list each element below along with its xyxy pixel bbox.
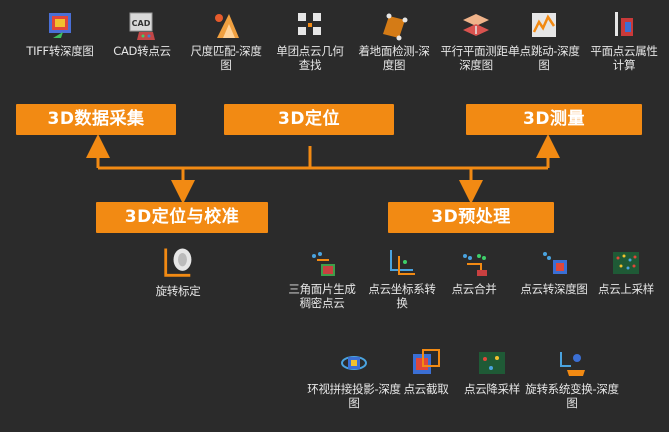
surround-stitch-icon [341, 356, 367, 370]
tool-label: 尺度匹配-深度图 [190, 44, 262, 72]
tool-coord-transform[interactable]: 点云坐标系转换 [364, 246, 440, 310]
tool-point-jump[interactable]: 单点跳动-深度图 [506, 8, 582, 72]
tool-cloud-merge[interactable]: 点云合并 [436, 246, 512, 296]
tool-rotation-calibration[interactable]: 旋转标定 [140, 244, 216, 298]
tool-label: 环视拼接投影-深度图 [307, 382, 401, 410]
tool-label: 点云上采样 [598, 282, 654, 296]
triangle-mesh-icon [312, 252, 335, 276]
parallel-plane-icon [463, 14, 489, 36]
category-3d-positioning[interactable]: 3D定位 [224, 104, 394, 135]
tool-cloud-crop[interactable]: 点云截取 [388, 346, 464, 396]
rotation-calibration-icon [164, 248, 192, 277]
tool-plane-attr[interactable]: 平面点云属性计算 [586, 8, 662, 72]
upsample-icon [613, 252, 639, 274]
ground-detect-icon [383, 13, 408, 41]
tool-label: 旋转系统变换-深度图 [525, 382, 619, 410]
tool-surround-stitch[interactable]: 环视拼接投影-深度图 [306, 346, 402, 410]
category-3d-measurement[interactable]: 3D测量 [466, 104, 642, 135]
tool-scale-match[interactable]: 尺度匹配-深度图 [188, 8, 264, 72]
tool-cloud-to-depth[interactable]: 点云转深度图 [506, 246, 602, 296]
tool-triangle-mesh[interactable]: 三角面片生成稠密点云 [284, 246, 360, 310]
tool-label: 点云合并 [451, 282, 497, 296]
plane-attr-icon [615, 12, 633, 36]
tool-rotation-transform[interactable]: 旋转系统变换-深度图 [524, 346, 620, 410]
tool-label: 旋转标定 [155, 284, 201, 298]
geometry-find-icon [298, 13, 321, 35]
tool-label: TIFF转深度图 [26, 44, 94, 58]
cloud-merge-icon [463, 254, 487, 276]
tool-label: 平行平面测距-深度图 [440, 44, 512, 72]
cloud-crop-icon [413, 349, 440, 374]
category-3d-preprocessing[interactable]: 3D预处理 [388, 202, 554, 233]
tool-ground-detect[interactable]: 着地面检测-深度图 [356, 8, 432, 72]
tool-geometry-find[interactable]: 单团点云几何查找 [272, 8, 348, 72]
tool-upsample[interactable]: 点云上采样 [588, 246, 664, 296]
tool-label: 平面点云属性计算 [590, 44, 658, 72]
tool-label: CAD转点云 [113, 44, 171, 58]
scale-match-icon [215, 14, 239, 38]
tool-cad-to-cloud[interactable]: CAD CAD转点云 [104, 8, 180, 58]
downsample-icon [479, 352, 505, 374]
coord-transform-icon [390, 250, 415, 275]
tool-label: 点云降采样 [464, 382, 520, 396]
tool-label: 点云坐标系转换 [368, 282, 436, 310]
tool-label: 点云截取 [403, 382, 449, 396]
cloud-to-depth-icon [543, 252, 567, 274]
tool-parallel-plane[interactable]: 平行平面测距-深度图 [438, 8, 514, 72]
category-3d-calibration[interactable]: 3D定位与校准 [96, 202, 268, 233]
rotation-transform-icon [560, 352, 585, 376]
tool-downsample[interactable]: 点云降采样 [454, 346, 530, 396]
tool-tiff-depth[interactable]: TIFF转深度图 [22, 8, 98, 58]
tool-label: 三角面片生成稠密点云 [288, 282, 356, 310]
point-jump-icon [532, 13, 556, 37]
tool-label: 单点跳动-深度图 [508, 44, 580, 72]
category-3d-acquisition[interactable]: 3D数据采集 [16, 104, 176, 135]
svg-text:CAD: CAD [132, 19, 151, 28]
cad-icon: CAD [129, 12, 155, 40]
tool-label: 单团点云几何查找 [276, 44, 344, 72]
tool-label: 着地面检测-深度图 [358, 44, 430, 72]
tiff-depth-icon [49, 13, 71, 38]
tool-label: 点云转深度图 [520, 282, 588, 296]
